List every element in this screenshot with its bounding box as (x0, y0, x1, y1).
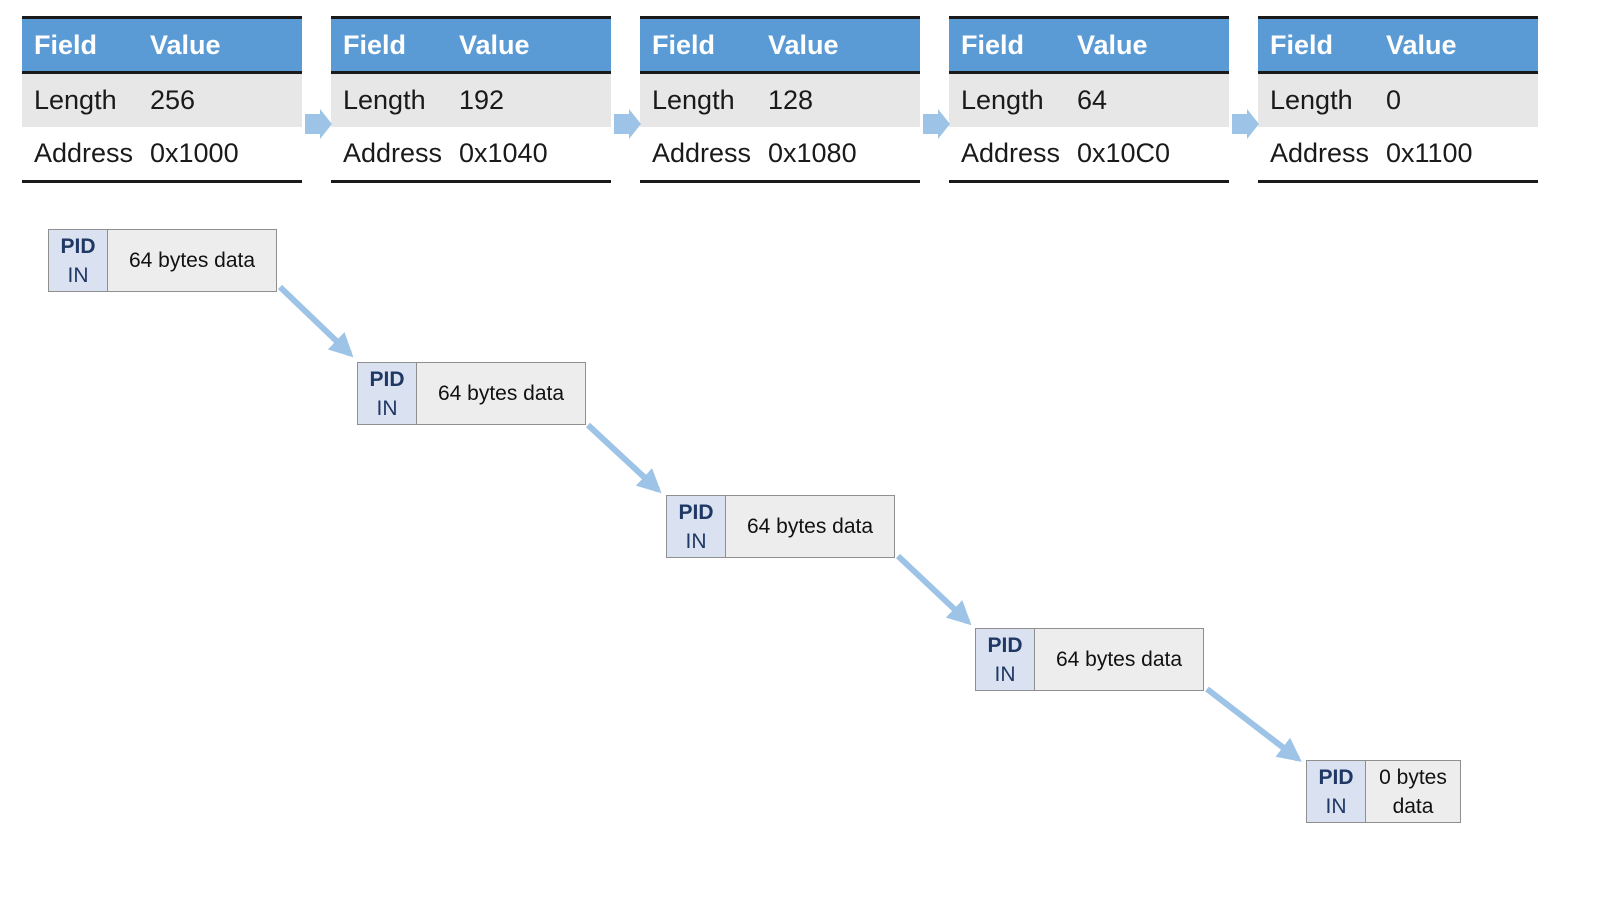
data-payload: 64 bytes data (1035, 629, 1203, 690)
in-packet-4: PID IN 64 bytes data (975, 628, 1204, 691)
pid-label: PID (60, 234, 96, 258)
address-label: Address (961, 138, 1061, 168)
flow-arrow-icon (895, 553, 972, 626)
header-field: Field (961, 29, 1025, 60)
pid-type: IN (685, 529, 707, 553)
pid-cell: PID IN (667, 496, 726, 557)
length-row: Length 192 (331, 74, 611, 127)
length-label: Length (1270, 85, 1353, 115)
pid-cell: PID IN (976, 629, 1035, 690)
header-value: Value (1077, 29, 1148, 60)
header-field: Field (343, 29, 407, 60)
length-label: Length (34, 85, 117, 115)
pid-label: PID (987, 633, 1023, 657)
data-payload: 64 bytes data (108, 230, 276, 291)
header-value: Value (768, 29, 839, 60)
address-label: Address (1270, 138, 1370, 168)
data-payload: 0 bytes data (1366, 761, 1460, 822)
descriptor-table-3: Field Value Length 128 Address 0x1080 (640, 16, 920, 183)
length-label: Length (343, 85, 426, 115)
descriptor-table-2: Field Value Length 192 Address 0x1040 (331, 16, 611, 183)
address-row: Address 0x1040 (331, 127, 611, 180)
address-row: Address 0x1080 (640, 127, 920, 180)
flow-arrow-icon (1205, 686, 1302, 762)
length-label: Length (652, 85, 735, 115)
length-row: Length 0 (1258, 74, 1538, 127)
in-packet-3: PID IN 64 bytes data (666, 495, 895, 558)
address-label: Address (343, 138, 443, 168)
pid-label: PID (678, 500, 714, 524)
header-value: Value (150, 29, 221, 60)
pid-type: IN (67, 263, 89, 287)
pid-type: IN (994, 662, 1016, 686)
header-value: Value (1386, 29, 1457, 60)
address-row: Address 0x1100 (1258, 127, 1538, 180)
descriptor-table-5: Field Value Length 0 Address 0x1100 (1258, 16, 1538, 183)
flow-arrow-icon (277, 284, 354, 358)
length-row: Length 256 (22, 74, 302, 127)
in-packet-2: PID IN 64 bytes data (357, 362, 586, 425)
header-field: Field (1270, 29, 1334, 60)
pid-cell: PID IN (358, 363, 417, 424)
pid-type: IN (376, 396, 398, 420)
address-label: Address (34, 138, 134, 168)
length-row: Length 128 (640, 74, 920, 127)
data-payload: 64 bytes data (417, 363, 585, 424)
header-value: Value (459, 29, 530, 60)
chain-arrow-icon (305, 109, 332, 139)
length-row: Length 64 (949, 74, 1229, 127)
in-packet-5: PID IN 0 bytes data (1306, 760, 1461, 823)
flow-arrow-icon (585, 422, 662, 494)
address-value: 0x1040 (459, 138, 548, 168)
length-label: Length (961, 85, 1044, 115)
pid-label: PID (1318, 765, 1354, 789)
in-packet-1: PID IN 64 bytes data (48, 229, 277, 292)
chain-arrow-icon (1232, 109, 1259, 139)
address-value: 0x10C0 (1077, 138, 1171, 168)
header-field: Field (34, 29, 98, 60)
address-row: Address 0x1000 (22, 127, 302, 180)
address-value: 0x1080 (768, 138, 857, 168)
length-value: 192 (459, 85, 505, 115)
address-value: 0x1100 (1386, 138, 1473, 168)
chain-arrow-icon (614, 109, 641, 139)
table-header: Field Value (949, 19, 1229, 74)
address-value: 0x1000 (150, 138, 239, 168)
descriptor-table-1: Field Value Length 256 Address 0x1000 (22, 16, 302, 183)
length-value: 128 (768, 85, 814, 115)
descriptor-table-4: Field Value Length 64 Address 0x10C0 (949, 16, 1229, 183)
pid-type: IN (1325, 794, 1347, 818)
length-value: 64 (1077, 85, 1108, 115)
table-header: Field Value (640, 19, 920, 74)
table-header: Field Value (22, 19, 302, 74)
pid-cell: PID IN (49, 230, 108, 291)
chain-arrow-icon (923, 109, 950, 139)
header-field: Field (652, 29, 716, 60)
table-header: Field Value (331, 19, 611, 74)
table-header: Field Value (1258, 19, 1538, 74)
address-label: Address (652, 138, 752, 168)
length-value: 0 (1386, 85, 1402, 115)
address-row: Address 0x10C0 (949, 127, 1229, 180)
pid-label: PID (369, 367, 405, 391)
length-value: 256 (150, 85, 196, 115)
data-payload: 64 bytes data (726, 496, 894, 557)
pid-cell: PID IN (1307, 761, 1366, 822)
